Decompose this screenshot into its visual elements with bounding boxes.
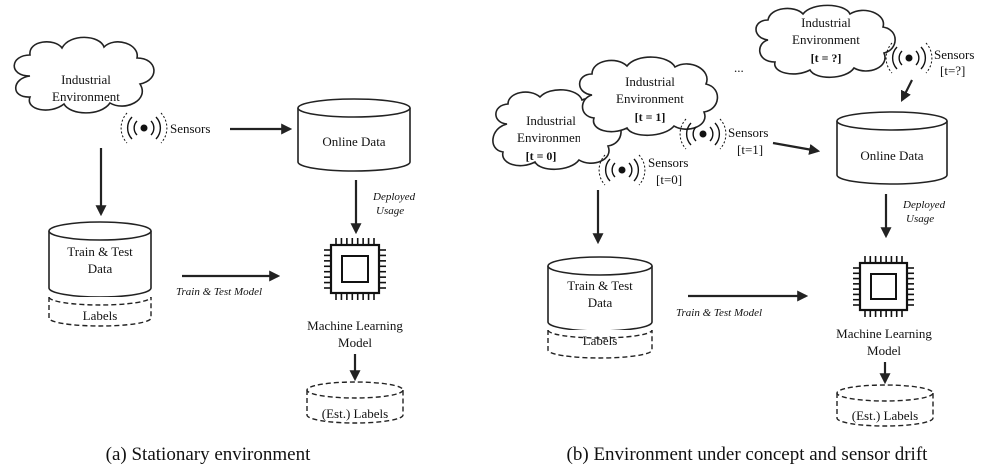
sensors-label: Sensors [170,121,210,136]
online-data-label: Online Data [322,134,385,149]
labels-dashed-segment-drift: Labels [547,329,653,359]
ml-label-line1: Machine Learning [307,318,403,333]
panel-stationary: Industrial Environment Sensors Online Da… [13,36,416,465]
ellipsis-dots: ... [734,60,744,75]
deployed-label-line2: Usage [376,205,404,217]
labels-dashed-segment: Labels [48,296,152,327]
env-label-line2: Environment [52,89,120,104]
caption-a: (a) Stationary environment [106,444,311,465]
train-data-label-line1: Train & Test [67,244,133,259]
labels-label: Labels [83,308,118,323]
ml-label-line2: Model [338,335,372,350]
online-data-cylinder: Online Data [297,98,411,172]
machine-learning-chip-icon-drift [853,256,914,317]
deployed-drift-line2: Usage [906,213,934,225]
ml-drift-line2: Model [867,343,901,358]
sensors-0-label: Sensors [648,155,688,170]
sensor-icon-t1 [679,118,727,150]
env-label-line1: Industrial [61,72,111,87]
industrial-environment-cloud: Industrial Environment [13,36,155,114]
sensors-0-time: [t=0] [656,172,682,187]
sensor-icon-t-unknown [885,42,933,74]
online-data-cylinder-drift: Online Data [836,111,948,185]
train-model-label-drift: Train & Test Model [676,307,762,319]
machine-learning-chip-icon [324,238,386,300]
train-test-data-cylinder-drift: Train & Test Data [547,256,653,332]
arrow-sensor-q-to-online [901,79,913,102]
train-test-data-cylinder: Train & Test Data [48,221,152,298]
est-labels-label: (Est.) Labels [322,406,388,421]
env-1-line2: Environment [616,91,684,106]
sensors-q-label: Sensors [934,47,974,62]
env-q-line2: Environment [792,32,860,47]
arrow-sensor-1-to-online [772,141,821,155]
estimated-labels-cylinder: (Est.) Labels [306,381,404,424]
industrial-environment-cloud-t1: Industrial Environment [t = 1] [578,56,719,137]
sensors-1-label: Sensors [728,125,768,140]
train-drift-line2: Data [588,295,613,310]
est-labels-drift-label: (Est.) Labels [852,408,918,423]
online-data-label-drift: Online Data [860,148,923,163]
deployed-drift-line1: Deployed [902,199,946,211]
panel-drift: Industrial Environment [t = ?] Sensors [… [492,4,974,465]
env-0-line1: Industrial [526,113,576,128]
env-0-line2: Environment [517,130,585,145]
env-1-line3: [t = 1] [635,110,666,124]
ml-drift-line1: Machine Learning [836,326,932,341]
env-0-line3: [t = 0] [526,149,557,163]
caption-b: (b) Environment under concept and sensor… [567,444,929,465]
env-q-line1: Industrial [801,15,851,30]
deployed-label-line1: Deployed [372,191,416,203]
env-q-line3: [t = ?] [811,51,842,65]
train-drift-line1: Train & Test [567,278,633,293]
industrial-environment-cloud-t-unknown: Industrial Environment [t = ?] [755,4,896,79]
labels-label-drift: Labels [583,333,618,348]
env-1-line1: Industrial [625,74,675,89]
estimated-labels-cylinder-drift: (Est.) Labels [836,384,934,427]
sensors-1-time: [t=1] [737,142,763,157]
sensors-q-time: [t=?] [940,63,965,78]
sensor-icon [120,112,168,144]
sensor-icon-t0 [598,154,646,186]
train-data-label-line2: Data [88,261,113,276]
train-model-label: Train & Test Model [176,286,262,298]
